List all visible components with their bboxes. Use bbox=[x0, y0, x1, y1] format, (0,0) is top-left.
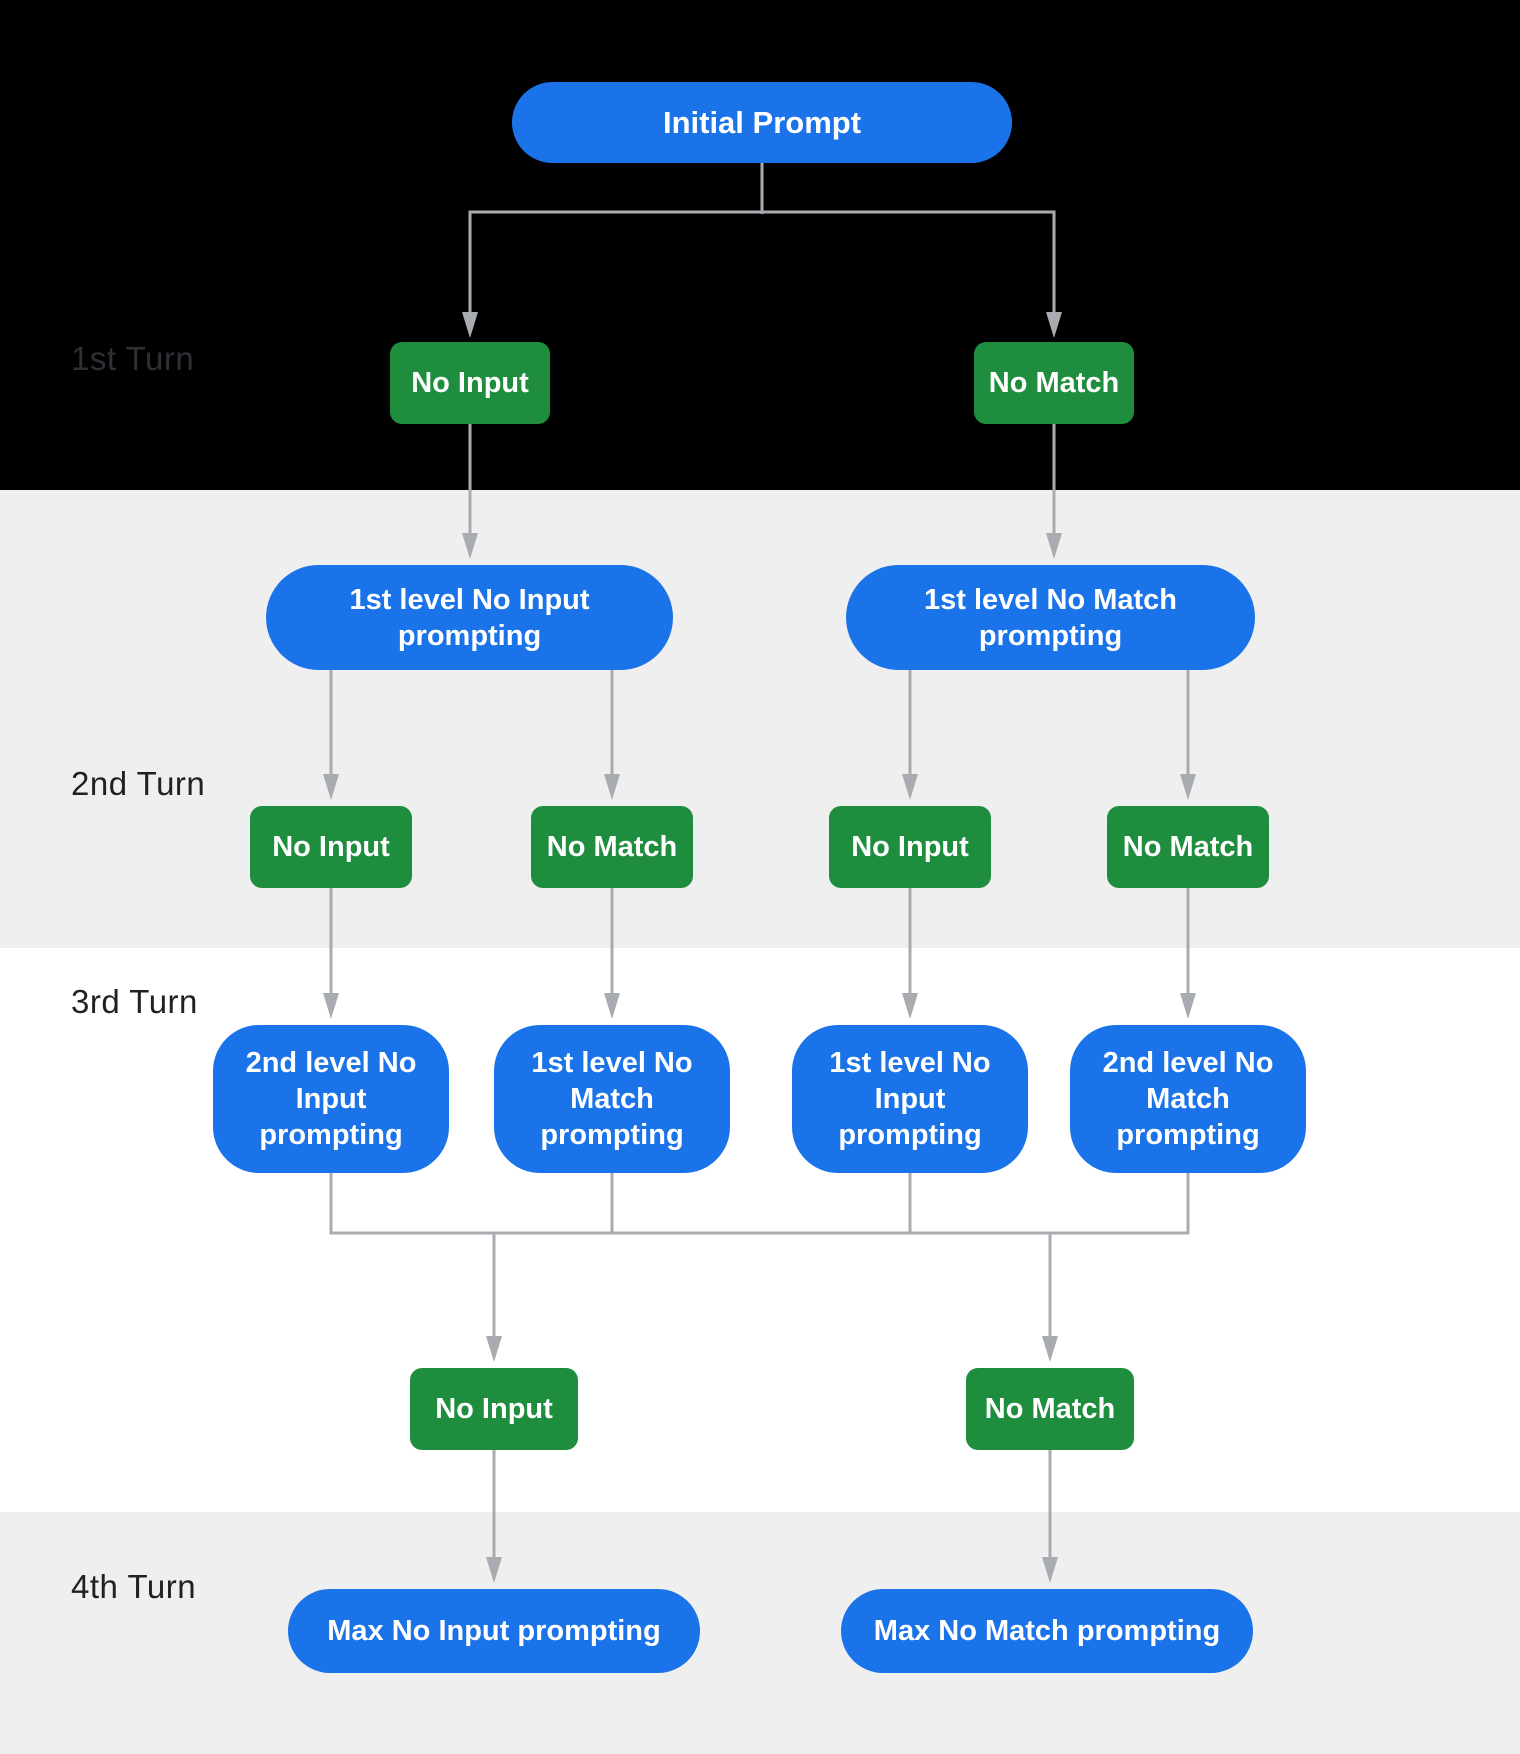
node-turn2-event-no-match-2: No Match bbox=[1107, 806, 1269, 888]
node-turn3-1st-level-no-input-prompting: 1st level No Input prompting bbox=[792, 1025, 1028, 1173]
band-turn1 bbox=[0, 0, 1520, 490]
node-turn4-max-no-input-label: Max No Input prompting bbox=[327, 1614, 661, 1647]
node-turn3-event-label: No Match bbox=[984, 1392, 1116, 1425]
node-turn3-2nd-level-no-input-prompting: 2nd level No Input prompting bbox=[213, 1025, 449, 1173]
node-turn3-prompt-label: 1st level No Match prompting bbox=[531, 1047, 693, 1151]
node-turn1-no-match-label: No Match bbox=[988, 366, 1120, 399]
node-turn2-no-match-prompting-label: 1st level No Match prompting bbox=[923, 583, 1178, 652]
node-turn3-event-no-match: No Match bbox=[966, 1368, 1134, 1450]
turn-label-1st: 1st Turn bbox=[71, 340, 195, 377]
node-turn3-event-no-input: No Input bbox=[410, 1368, 578, 1450]
turn-label-4th: 4th Turn bbox=[71, 1568, 197, 1605]
node-turn4-max-no-input-prompting: Max No Input prompting bbox=[288, 1589, 700, 1673]
node-turn2-no-match-prompting: 1st level No Match prompting bbox=[846, 565, 1255, 670]
turn-label-3rd: 3rd Turn bbox=[71, 983, 198, 1020]
node-initial-prompt: Initial Prompt bbox=[512, 82, 1012, 163]
turn-label-2nd: 2nd Turn bbox=[71, 765, 206, 802]
node-turn1-no-input: No Input bbox=[390, 342, 550, 424]
node-turn2-event-label: No Input bbox=[272, 830, 390, 863]
node-turn3-2nd-level-no-match-prompting: 2nd level No Match prompting bbox=[1070, 1025, 1306, 1173]
node-turn3-event-label: No Input bbox=[435, 1392, 553, 1425]
node-turn3-1st-level-no-match-prompting: 1st level No Match prompting bbox=[494, 1025, 730, 1173]
node-turn2-no-input-prompting: 1st level No Input prompting bbox=[266, 565, 673, 670]
band-turn4 bbox=[0, 1512, 1520, 1754]
node-turn1-no-input-label: No Input bbox=[411, 366, 529, 399]
node-turn3-prompt-label: 2nd level No Match prompting bbox=[1102, 1047, 1274, 1151]
node-turn2-event-no-input-1: No Input bbox=[250, 806, 412, 888]
node-turn4-max-no-match-label: Max No Match prompting bbox=[873, 1614, 1221, 1647]
node-turn2-event-label: No Input bbox=[851, 830, 969, 863]
node-turn3-prompt-label: 2nd level No Input prompting bbox=[245, 1047, 417, 1151]
node-turn1-no-match: No Match bbox=[974, 342, 1134, 424]
node-turn2-event-no-input-2: No Input bbox=[829, 806, 991, 888]
node-turn2-event-label: No Match bbox=[1122, 830, 1254, 863]
node-initial-prompt-label: Initial Prompt bbox=[662, 104, 862, 140]
node-turn2-no-input-prompting-label: 1st level No Input prompting bbox=[349, 583, 590, 652]
node-turn4-max-no-match-prompting: Max No Match prompting bbox=[841, 1589, 1253, 1673]
node-turn2-event-no-match-1: No Match bbox=[531, 806, 693, 888]
node-turn2-event-label: No Match bbox=[546, 830, 678, 863]
node-turn3-prompt-label: 1st level No Input prompting bbox=[829, 1047, 991, 1151]
